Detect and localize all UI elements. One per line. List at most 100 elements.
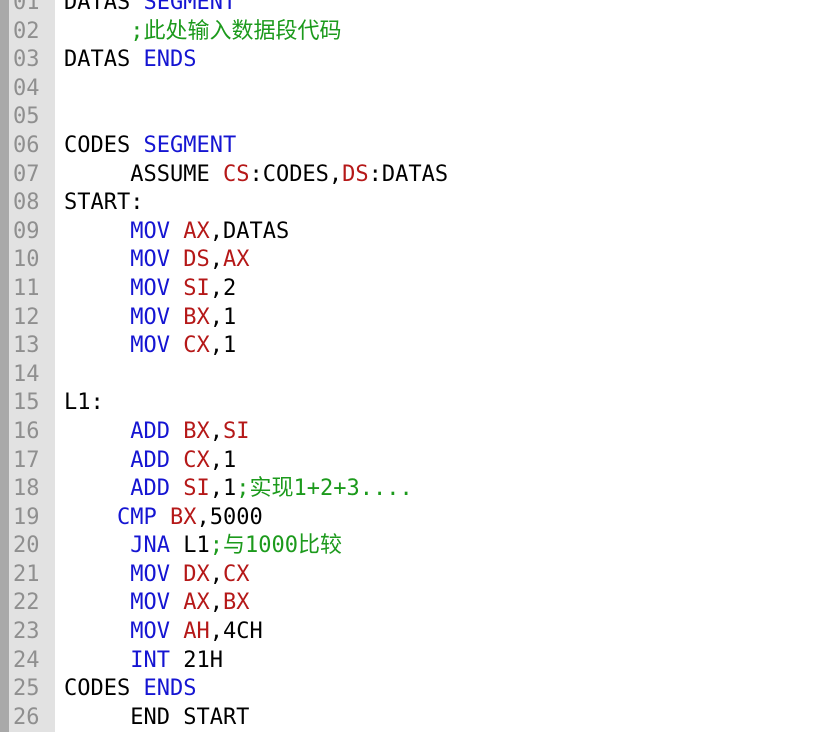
code-line[interactable]: START: — [64, 189, 448, 218]
code-line[interactable]: L1: — [64, 389, 448, 418]
line-number: 17 — [13, 447, 40, 473]
code-token-plain: DATAS — [64, 47, 144, 73]
code-token-keyword: ADD — [130, 447, 170, 473]
code-token-comment: ;此处输入数据段代码 — [64, 18, 342, 44]
code-token-keyword: ADD — [130, 418, 170, 444]
line-number: 19 — [13, 504, 40, 530]
line-number: 18 — [13, 476, 40, 502]
code-token-plain: ,4CH — [209, 619, 263, 645]
code-token-register: AX — [183, 218, 210, 244]
line-number: 01 — [13, 0, 40, 15]
code-line[interactable]: CMP BX,5000 — [64, 504, 448, 533]
code-token-plain: , — [209, 561, 223, 587]
code-token-register: CX — [183, 447, 210, 473]
line-number: 13 — [13, 333, 40, 359]
code-line[interactable]: MOV DS,AX — [64, 246, 448, 275]
code-token-register: BX — [222, 590, 250, 616]
code-token-register: DS — [342, 161, 369, 187]
code-token-plain — [170, 247, 183, 272]
code-token-plain — [170, 419, 183, 444]
code-line[interactable]: ADD CX,1 — [64, 447, 448, 476]
code-token-keyword: ADD — [130, 476, 170, 502]
code-token-register: BX — [183, 418, 210, 444]
code-token-plain: ,1 — [209, 333, 237, 359]
code-line[interactable] — [64, 103, 448, 132]
code-line[interactable]: JNA L1;与1000比较 — [64, 532, 448, 561]
code-token-plain: ,1 — [209, 447, 237, 473]
code-token-keyword: MOV — [130, 333, 170, 359]
line-number: 14 — [13, 361, 40, 387]
code-line[interactable]: MOV AX,DATAS — [64, 218, 448, 247]
code-token-register: DS — [183, 247, 210, 273]
code-token-plain — [64, 419, 130, 444]
line-number: 16 — [13, 418, 40, 444]
code-token-plain: CODES — [64, 676, 144, 702]
code-line[interactable]: MOV BX,1 — [64, 304, 448, 333]
code-line[interactable]: ;此处输入数据段代码 — [64, 18, 448, 47]
code-line[interactable] — [64, 75, 448, 104]
code-token-keyword: JNA — [130, 533, 170, 559]
code-line[interactable]: ASSUME CS:CODES,DS:DATAS — [64, 161, 448, 190]
line-number: 12 — [13, 304, 40, 330]
line-number: 09 — [13, 218, 40, 244]
code-line[interactable]: DATAS ENDS — [64, 46, 448, 75]
line-number: 05 — [13, 104, 40, 130]
code-token-register: SI — [183, 275, 210, 301]
line-number: 21 — [13, 561, 40, 587]
line-number: 08 — [13, 190, 40, 216]
code-token-comment: ;与1000比较 — [209, 533, 342, 559]
code-token-plain — [64, 648, 130, 673]
code-token-plain — [170, 562, 183, 587]
code-token-keyword: CMP — [116, 504, 157, 530]
code-token-plain — [64, 476, 130, 501]
code-token-plain — [157, 505, 170, 530]
code-line[interactable]: MOV AX,BX — [64, 589, 448, 618]
code-token-keyword: INT — [130, 647, 170, 673]
code-line[interactable]: MOV AH,4CH — [64, 618, 448, 647]
code-token-plain: ,5000 — [196, 504, 263, 530]
code-line[interactable]: ADD SI,1;实现1+2+3.... — [64, 475, 448, 504]
line-number: 24 — [13, 647, 40, 673]
code-line[interactable]: INT 21H — [64, 647, 448, 676]
line-number: 03 — [13, 47, 40, 73]
line-number: 25 — [13, 676, 40, 702]
code-line[interactable]: MOV DX,CX — [64, 561, 448, 590]
code-token-plain — [170, 476, 183, 501]
code-token-plain — [64, 533, 130, 558]
code-token-keyword: SEGMENT — [143, 132, 237, 158]
code-token-plain: DATAS — [64, 0, 144, 15]
code-token-plain: L1 — [169, 533, 210, 559]
line-number: 23 — [13, 619, 40, 645]
code-line[interactable]: CODES ENDS — [64, 675, 448, 704]
code-token-register: BX — [183, 304, 210, 330]
code-token-plain: START: — [64, 190, 144, 216]
code-token-plain — [170, 333, 183, 358]
code-line[interactable]: DATAS SEGMENT — [64, 0, 448, 18]
code-token-register: AX — [183, 590, 210, 616]
code-token-register: CX — [222, 561, 250, 587]
code-token-register: SI — [222, 418, 250, 444]
code-token-plain: :CODES, — [249, 161, 343, 187]
code-token-plain — [64, 619, 130, 644]
code-token-plain — [64, 333, 130, 358]
code-token-plain: ASSUME — [64, 161, 223, 187]
code-token-keyword: MOV — [130, 304, 170, 330]
code-line[interactable]: MOV CX,1 — [64, 332, 448, 361]
code-token-register: DX — [183, 561, 210, 587]
code-line[interactable]: CODES SEGMENT — [64, 132, 448, 161]
code-token-plain — [170, 305, 183, 330]
code-line[interactable]: MOV SI,2 — [64, 275, 448, 304]
code-token-keyword: MOV — [130, 561, 170, 587]
code-token-keyword: ENDS — [143, 47, 197, 73]
line-number: 22 — [13, 590, 40, 616]
code-line[interactable]: END START — [64, 704, 448, 732]
code-token-register: BX — [169, 504, 197, 530]
code-line[interactable]: ADD BX,SI — [64, 418, 448, 447]
code-line[interactable] — [64, 361, 448, 390]
scrollbar-edge[interactable] — [0, 0, 9, 732]
line-number: 15 — [13, 390, 40, 416]
code-token-keyword: MOV — [130, 275, 170, 301]
